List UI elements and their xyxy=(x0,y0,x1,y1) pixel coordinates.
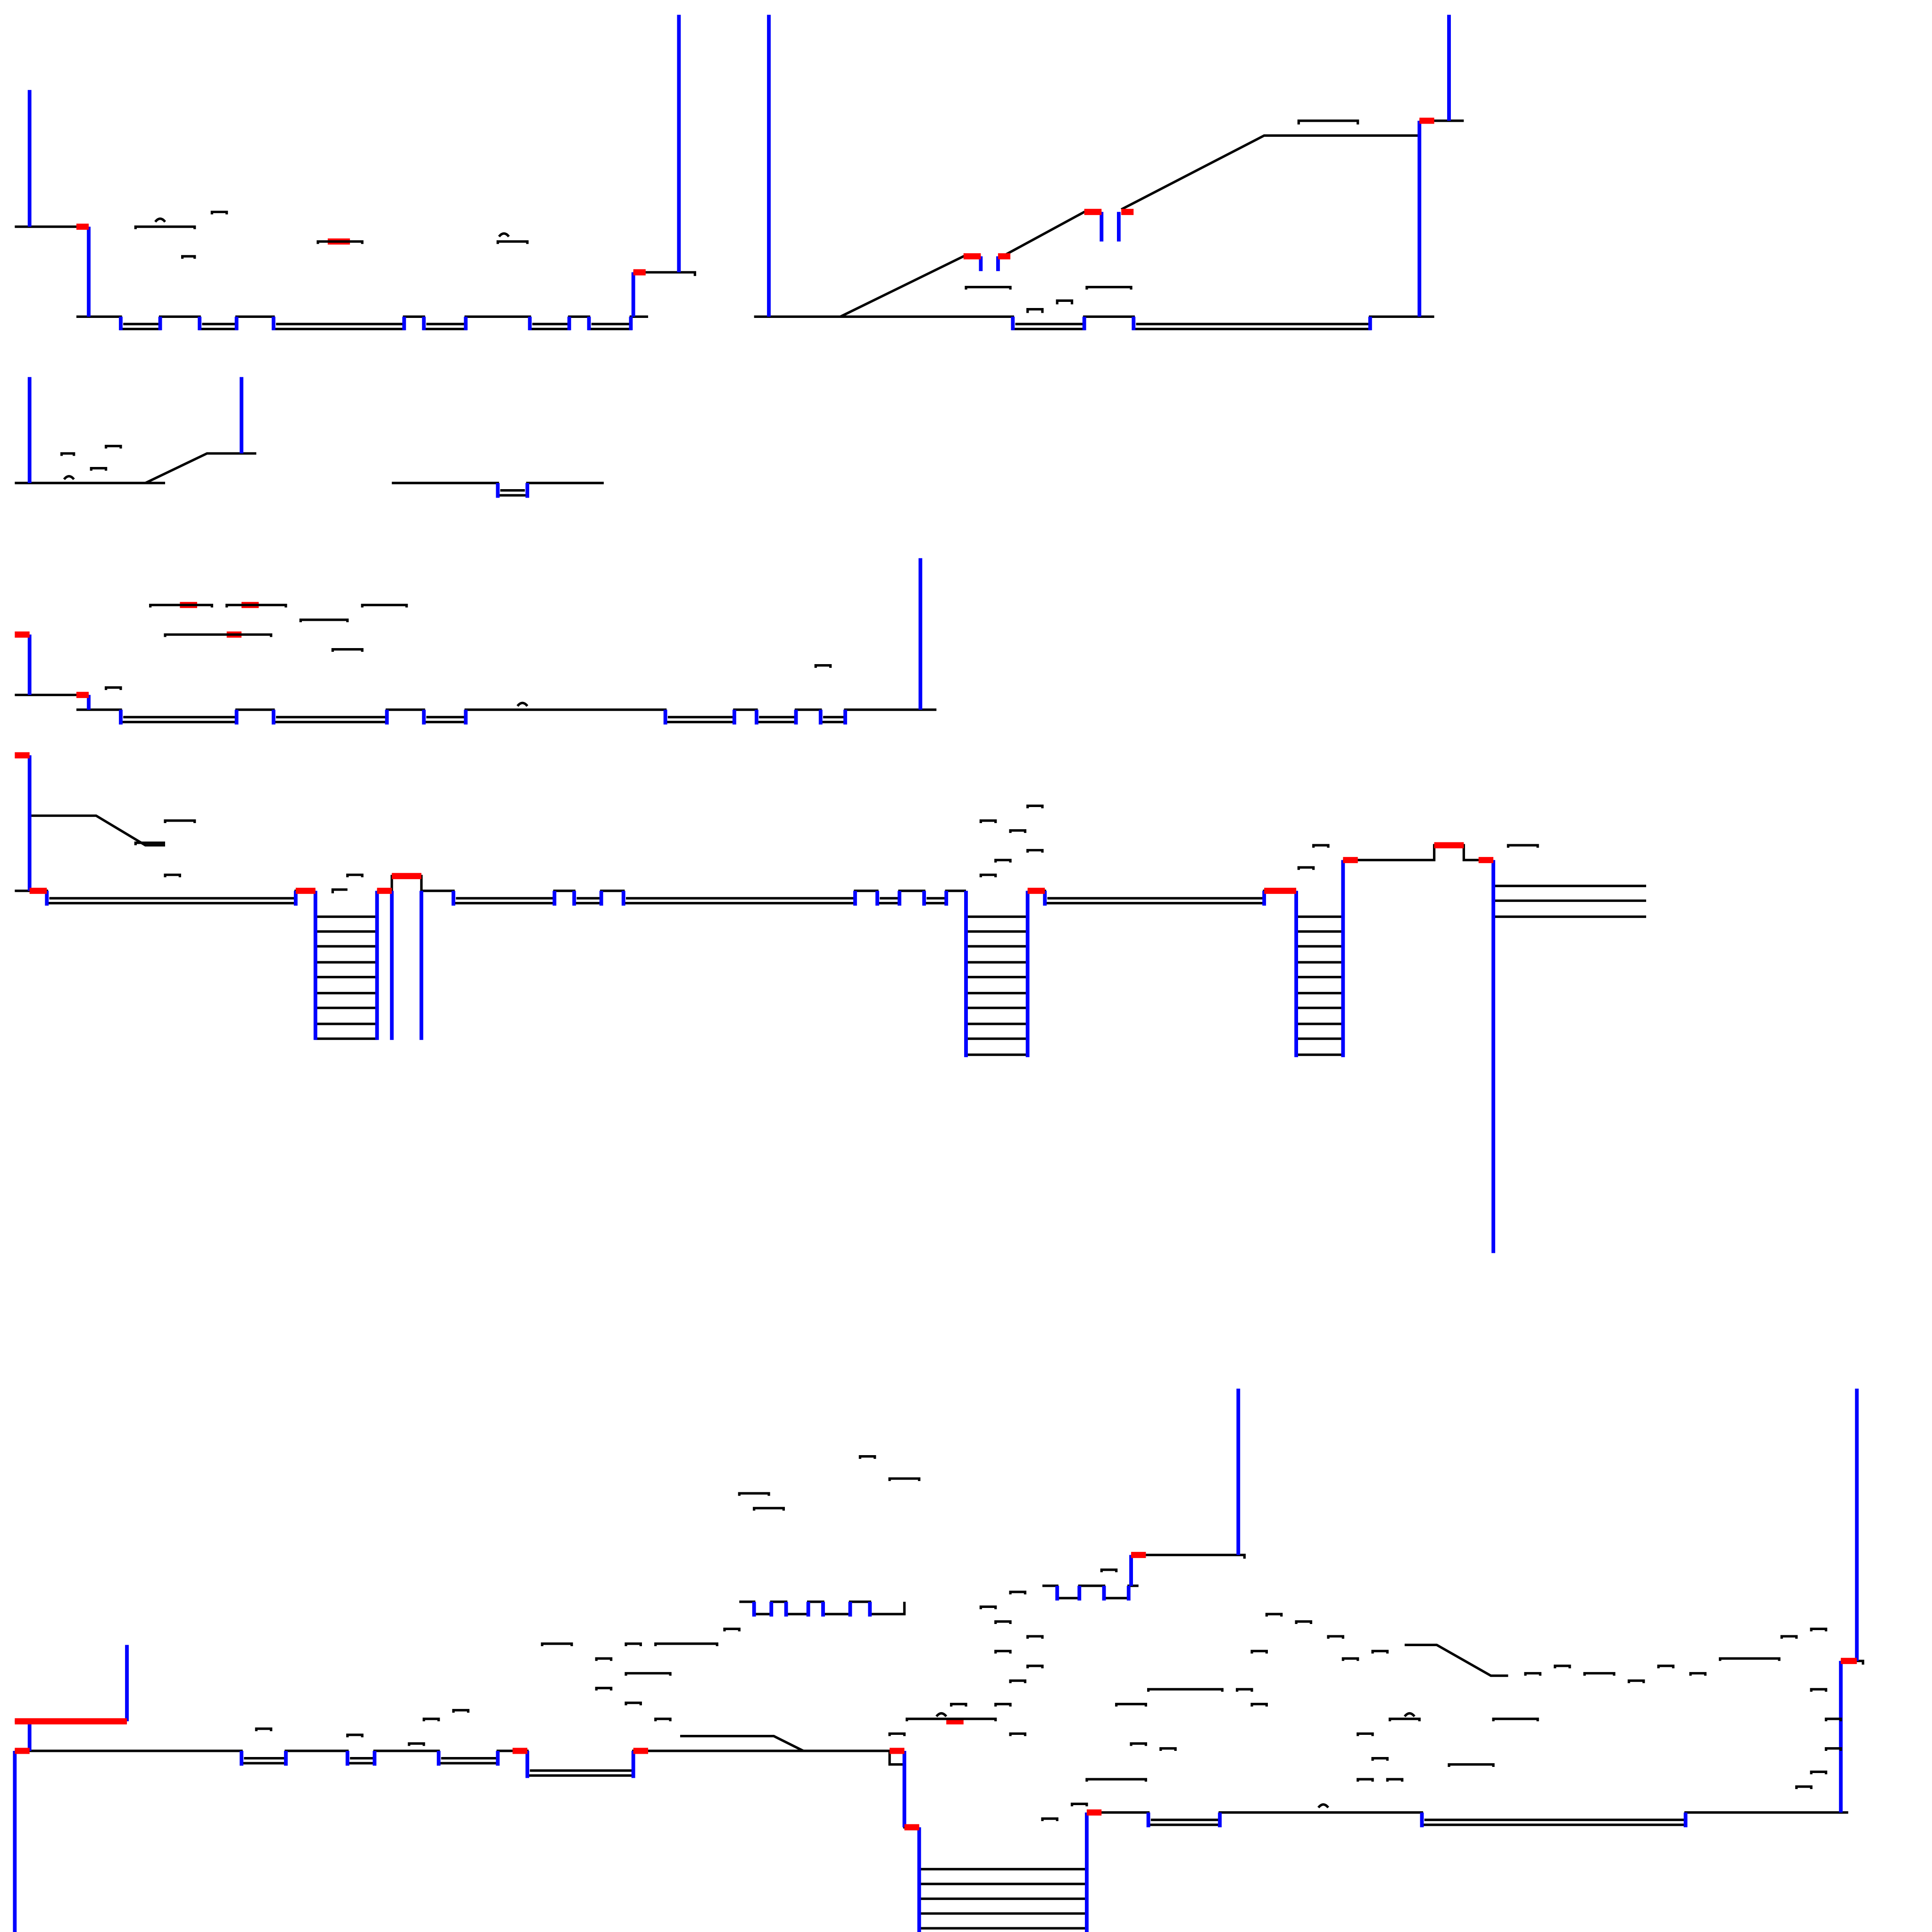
floating-platforms xyxy=(134,210,529,259)
exit-rails xyxy=(1493,884,1646,918)
arc-pickups xyxy=(154,217,510,238)
ground-line xyxy=(15,844,1494,905)
right-wall xyxy=(1417,15,1451,317)
ground-line xyxy=(15,1749,1849,1829)
arc-pickups xyxy=(935,1712,1416,1808)
ramp-upper xyxy=(1120,134,1420,211)
left-wall xyxy=(27,90,91,317)
section-4 xyxy=(15,558,937,724)
hazard-markers xyxy=(15,752,1494,894)
section-6 xyxy=(13,1388,1865,1932)
slope xyxy=(29,814,166,847)
walls xyxy=(27,755,1495,1253)
arc-pickups xyxy=(63,475,75,480)
ladder-3 xyxy=(1296,915,1343,1056)
ramp-lower xyxy=(840,255,981,318)
hazard-markers xyxy=(15,1552,1857,1831)
section-1 xyxy=(15,15,696,331)
hazard-markers xyxy=(963,117,1434,259)
section-2 xyxy=(754,15,1464,331)
ramp-middle xyxy=(997,210,1102,260)
high-ledge xyxy=(1131,1554,1246,1559)
ladder-pit xyxy=(919,1868,1087,1930)
floating-platforms xyxy=(134,804,1539,893)
floating-platforms xyxy=(105,604,832,690)
slope xyxy=(145,452,257,484)
floating-platforms xyxy=(60,445,122,471)
section-3 xyxy=(15,377,604,498)
upper-ledge xyxy=(633,271,696,276)
ladder-2 xyxy=(966,915,1028,1056)
walls xyxy=(13,1388,1859,1932)
pit-walls xyxy=(119,316,633,331)
slopes xyxy=(680,1643,1508,1752)
right-wall xyxy=(631,15,681,317)
pit-inner-lines xyxy=(244,1757,1686,1821)
walls xyxy=(27,558,923,724)
ladder-1 xyxy=(315,915,377,1040)
hazard-markers xyxy=(76,224,646,275)
isolated-floor xyxy=(391,482,604,497)
pit-walls xyxy=(979,212,1372,331)
arc-pickups xyxy=(516,701,529,707)
floating-platforms xyxy=(965,119,1359,313)
section-5 xyxy=(15,752,1646,1253)
hazard-markers xyxy=(15,602,259,698)
floating-platforms xyxy=(255,1455,1842,1821)
walls xyxy=(27,377,529,498)
